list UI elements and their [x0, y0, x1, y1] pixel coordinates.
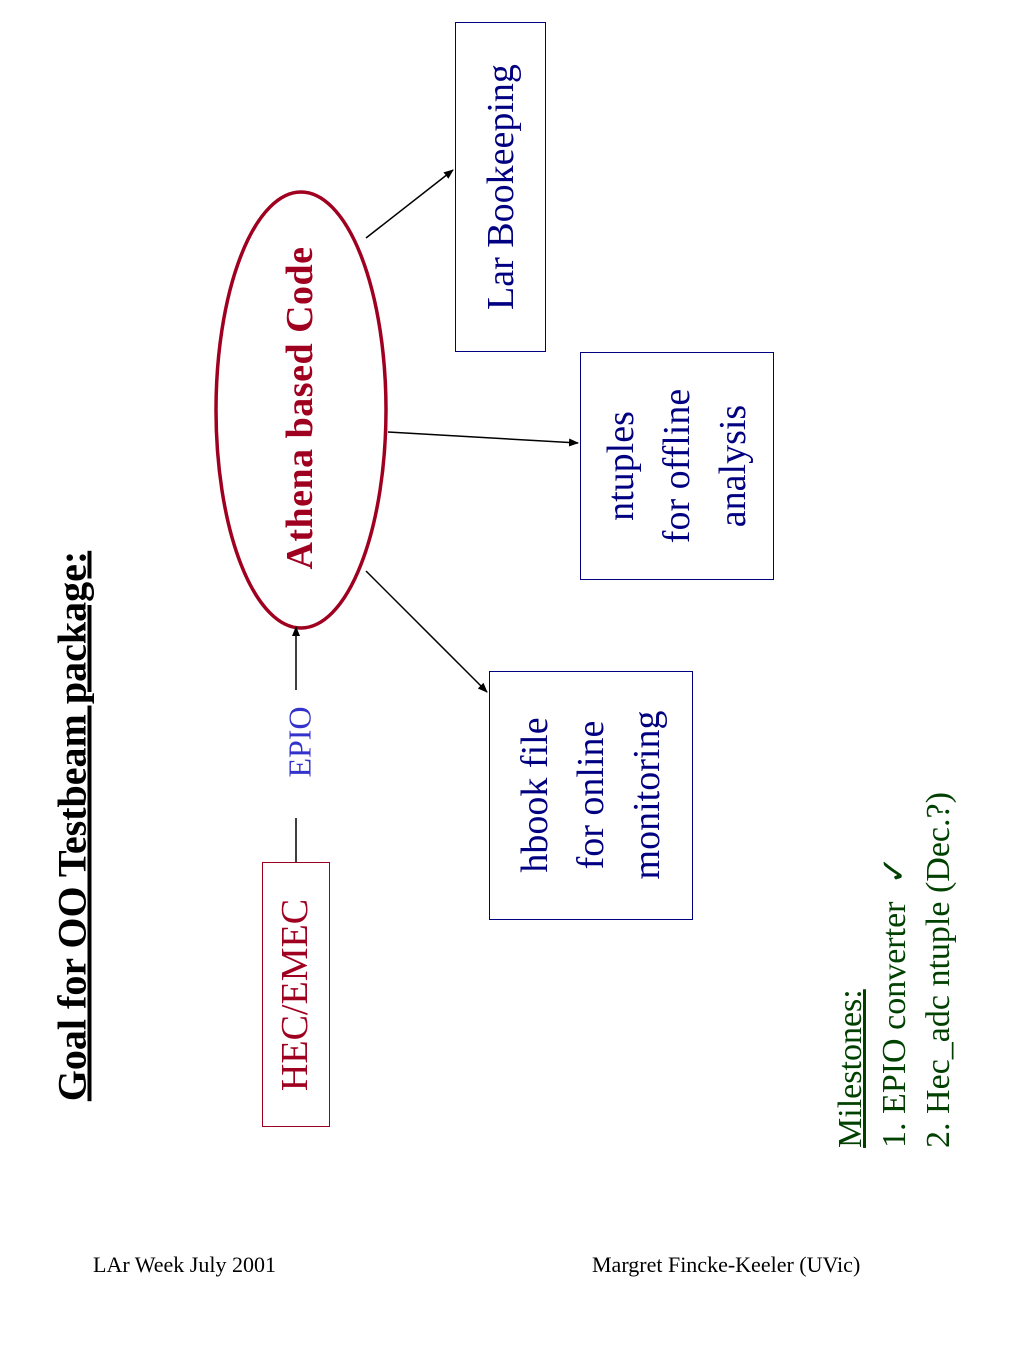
ntuples-label: ntuples for offline analysis: [593, 389, 761, 543]
footer-event: LAr Week July 2001: [93, 1252, 276, 1277]
lar-bookkeeping-label: Lar Bookeeping: [480, 64, 522, 310]
epio-label: EPIO: [281, 706, 318, 778]
athena-to-hbook-arrow: [365, 570, 488, 693]
ntuples-line-1: ntuples: [600, 411, 642, 521]
milestone-item-2: 2. Hec_adc ntuple (Dec.?): [920, 792, 957, 1148]
hbook-box: [489, 671, 693, 920]
hec-emec-box: [262, 862, 330, 1127]
hbook-line-2: for online: [570, 720, 612, 870]
athena-to-bookkeeping-arrow: [365, 169, 454, 239]
ntuples-line-2: for offline: [656, 388, 698, 544]
footer-author: Margret Fincke-Keeler (UVic): [592, 1252, 861, 1277]
milestone-item-1: 1. EPIO converter ✓: [873, 792, 917, 1148]
hbook-line-3: monitoring: [626, 710, 668, 880]
hec-emec-label: HEC/EMEC: [274, 898, 316, 1092]
hbook-line-1: hbook file: [514, 717, 556, 873]
ntuples-box: [580, 352, 774, 580]
checkmark-icon: ✓: [876, 856, 913, 885]
lar-bookkeeping-box: [455, 22, 546, 352]
athena-ellipse: [214, 190, 388, 630]
athena-to-ntuples-arrow: [387, 431, 579, 447]
milestones-block: Milestones: 1. EPIO converter ✓ 2. Hec_a…: [829, 792, 961, 1148]
milestones-title: Milestones:: [832, 989, 869, 1148]
athena-code-label: Athena based Code: [279, 246, 321, 570]
hbook-label: hbook file for online monitoring: [507, 711, 675, 880]
ntuples-line-3: analysis: [712, 404, 754, 528]
slide-heading: Goal for OO Testbeam package:: [49, 550, 95, 1102]
milestone-item-1-text: 1. EPIO converter: [876, 901, 913, 1148]
